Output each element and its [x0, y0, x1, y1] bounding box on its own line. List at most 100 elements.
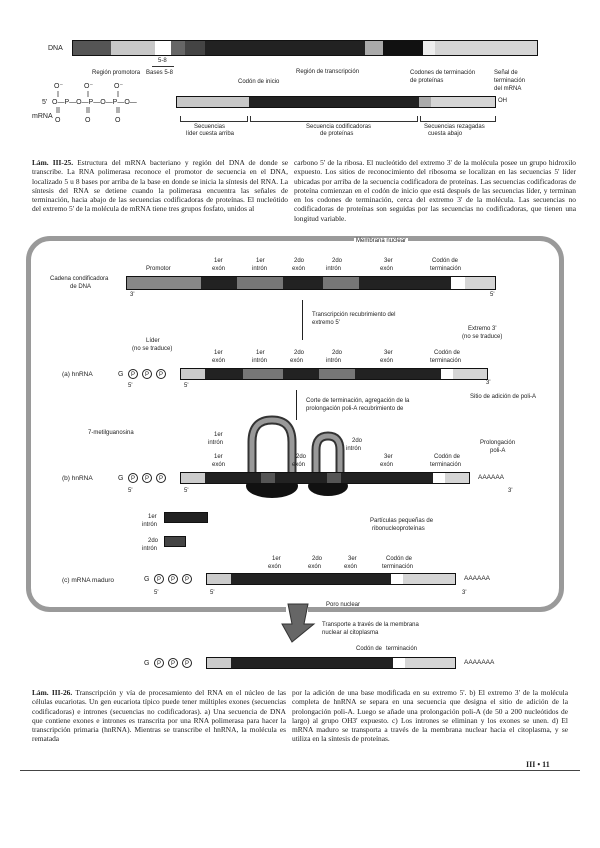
oh-label: OH — [498, 98, 507, 104]
leader-seq-label-2: líder cuesta arriba — [186, 131, 235, 137]
caption-iii-25-left-text: Estructura del mRNA bacteriano y región … — [32, 158, 288, 214]
a-intron2-word: intrón — [326, 358, 342, 364]
a-exon3-word: exón — [380, 358, 394, 364]
cap-b-p3: P — [156, 473, 166, 483]
cap-c-p1: P — [154, 574, 164, 584]
b-intron2: 2do — [352, 438, 363, 444]
b-five-prime-2: 5' — [184, 488, 189, 494]
a-exon3: 3er — [384, 350, 393, 356]
polya-site-label: Sitio de adición de poli-A — [470, 394, 537, 400]
transcription-region-label: Región de transcripción — [296, 69, 360, 75]
cap-b-p2-text: P — [144, 476, 149, 482]
b-exon1: 1er — [214, 454, 223, 460]
c-exon2: 2do — [312, 556, 323, 562]
dna-intron1-word: intrón — [252, 266, 268, 272]
snrnp-label: Partículas pequeñas de — [370, 518, 434, 524]
cap-b-p3-text: P — [158, 476, 163, 482]
methylguanosine-label: 7-metilguanosina — [88, 430, 134, 436]
mature-mrna-bar — [206, 573, 456, 585]
term-signal-label: Señal de — [494, 70, 518, 76]
bracket-leader — [180, 116, 248, 122]
step2-label-2: prolongación poli-A recubrimiento de — [306, 406, 404, 412]
leader-seq-label: Secuencias — [194, 124, 226, 130]
coding-strand-label-2: de DNA — [70, 284, 92, 290]
a-five-prime-2: 5' — [184, 383, 189, 389]
footer-rule — [20, 770, 580, 771]
cap-c-p3: P — [182, 574, 192, 584]
caption-iii-25-left: Lám. III-25. Estructura del mRNA bacteri… — [32, 158, 288, 214]
c-aaaaaa: AAAAAA — [464, 575, 491, 582]
b-exon3-word: exón — [380, 462, 394, 468]
svg-text:O: O — [85, 117, 91, 124]
b-aaaaaa: AAAAAA — [478, 474, 505, 481]
svg-text:5': 5' — [42, 99, 47, 106]
b-intron1-word: intrón — [208, 440, 224, 446]
cytoplasm-mrna-bar — [206, 657, 456, 669]
caption-iii-25-heading: Lám. III-25. — [32, 158, 74, 167]
b-three-prime: 3' — [508, 488, 513, 494]
nuclear-membrane-label: Membrana nuclear — [354, 238, 409, 245]
coding-seq-label-2: de proteínas — [320, 131, 354, 137]
cap-c-p1-text: P — [156, 577, 161, 583]
svg-text:O: O — [115, 117, 121, 124]
trailing-seq-label-2: cuesta abajo — [428, 131, 463, 137]
dna-exon1-word: exón — [212, 266, 226, 272]
snrnp-label-2: ribonucleoproteínas — [372, 526, 425, 532]
dna-intron2-word: intrón — [326, 266, 342, 272]
mature-label: (c) mRNA maduro — [62, 577, 115, 584]
d-stop-2: terminación — [386, 646, 418, 652]
excised-intron-1-num: 1er — [148, 514, 157, 520]
cap-d-p3-text: P — [184, 661, 189, 667]
caption-iii-26-left: Lám. III-26. Transcripción y vía de proc… — [32, 688, 286, 744]
dna-intron1-num: 1er — [256, 258, 265, 264]
cap-d-p1: P — [154, 658, 164, 668]
cap-a-p1-text: P — [130, 372, 135, 378]
b-exon1-word: exón — [212, 462, 226, 468]
excised-intron-1-word: intrón — [142, 522, 158, 528]
bracket-trailing — [420, 116, 496, 122]
mrna-bar — [176, 96, 496, 108]
caption-iii-26-heading: Lám. III-26. — [32, 688, 73, 697]
trailing-seq-label: Secuencias rezagadas — [424, 124, 485, 130]
leader-label: Líder — [146, 338, 160, 344]
a-intron2: 2do — [332, 350, 343, 356]
d-aaaaaaa: AAAAAAA — [464, 659, 495, 666]
caption-iii-26-right-text: por la adición de una base modificada en… — [292, 688, 568, 744]
c-exon1: 1er — [272, 556, 281, 562]
a-intron1-word: intrón — [252, 358, 268, 364]
term-signal-label-2: terminación — [494, 78, 526, 84]
caption-iii-26-right: por la adición de una base modificada en… — [292, 688, 568, 744]
bracket-line — [152, 66, 174, 67]
c-three-prime: 3' — [462, 590, 467, 596]
cap-a-g: G — [118, 371, 124, 378]
cap-a-p1: P — [128, 369, 138, 379]
c-five-prime-2: 5' — [210, 590, 215, 596]
coding-seq-label: Secuencia codificadoras — [306, 124, 372, 130]
cap-b-p1: P — [128, 473, 138, 483]
cap-b-p1-text: P — [130, 476, 135, 482]
a-exon1: 1er — [214, 350, 223, 356]
b-intron2-word: intrón — [346, 446, 362, 452]
svg-text:O—P—O—P—O—P—O—: O—P—O—P—O—P—O— — [52, 99, 137, 106]
c-exon3: 3er — [348, 556, 357, 562]
c-exon2-word: exón — [308, 564, 322, 570]
dna-strand-bar — [126, 276, 496, 290]
transport-label: Transporte a través de la membrana — [322, 622, 419, 628]
excised-intron-2 — [164, 536, 186, 547]
cap-a-p2-text: P — [144, 372, 149, 378]
c-stop: Codón de — [386, 556, 413, 562]
dna-exon2-num: 2do — [294, 258, 305, 264]
transport-label-2: nuclear al citoplasma — [322, 630, 379, 636]
dna-stop-label-2: terminación — [430, 266, 462, 272]
a-stop-2: terminación — [430, 358, 462, 364]
a-exon1-word: exón — [212, 358, 226, 364]
cap-a-p2: P — [142, 369, 152, 379]
stop-codons-label: Codones de terminación — [410, 70, 476, 76]
bases-label: Bases 5-8 — [146, 70, 174, 76]
hnrna-b-label: (b) hnRNA — [62, 475, 93, 482]
dna-exon3-word: exón — [380, 266, 394, 272]
c-five-prime-1: 5' — [154, 590, 159, 596]
caption-iii-26-left-text: Transcripción y vía de procesamiento del… — [32, 688, 286, 744]
end3-label: Extremo 3' — [468, 326, 497, 332]
